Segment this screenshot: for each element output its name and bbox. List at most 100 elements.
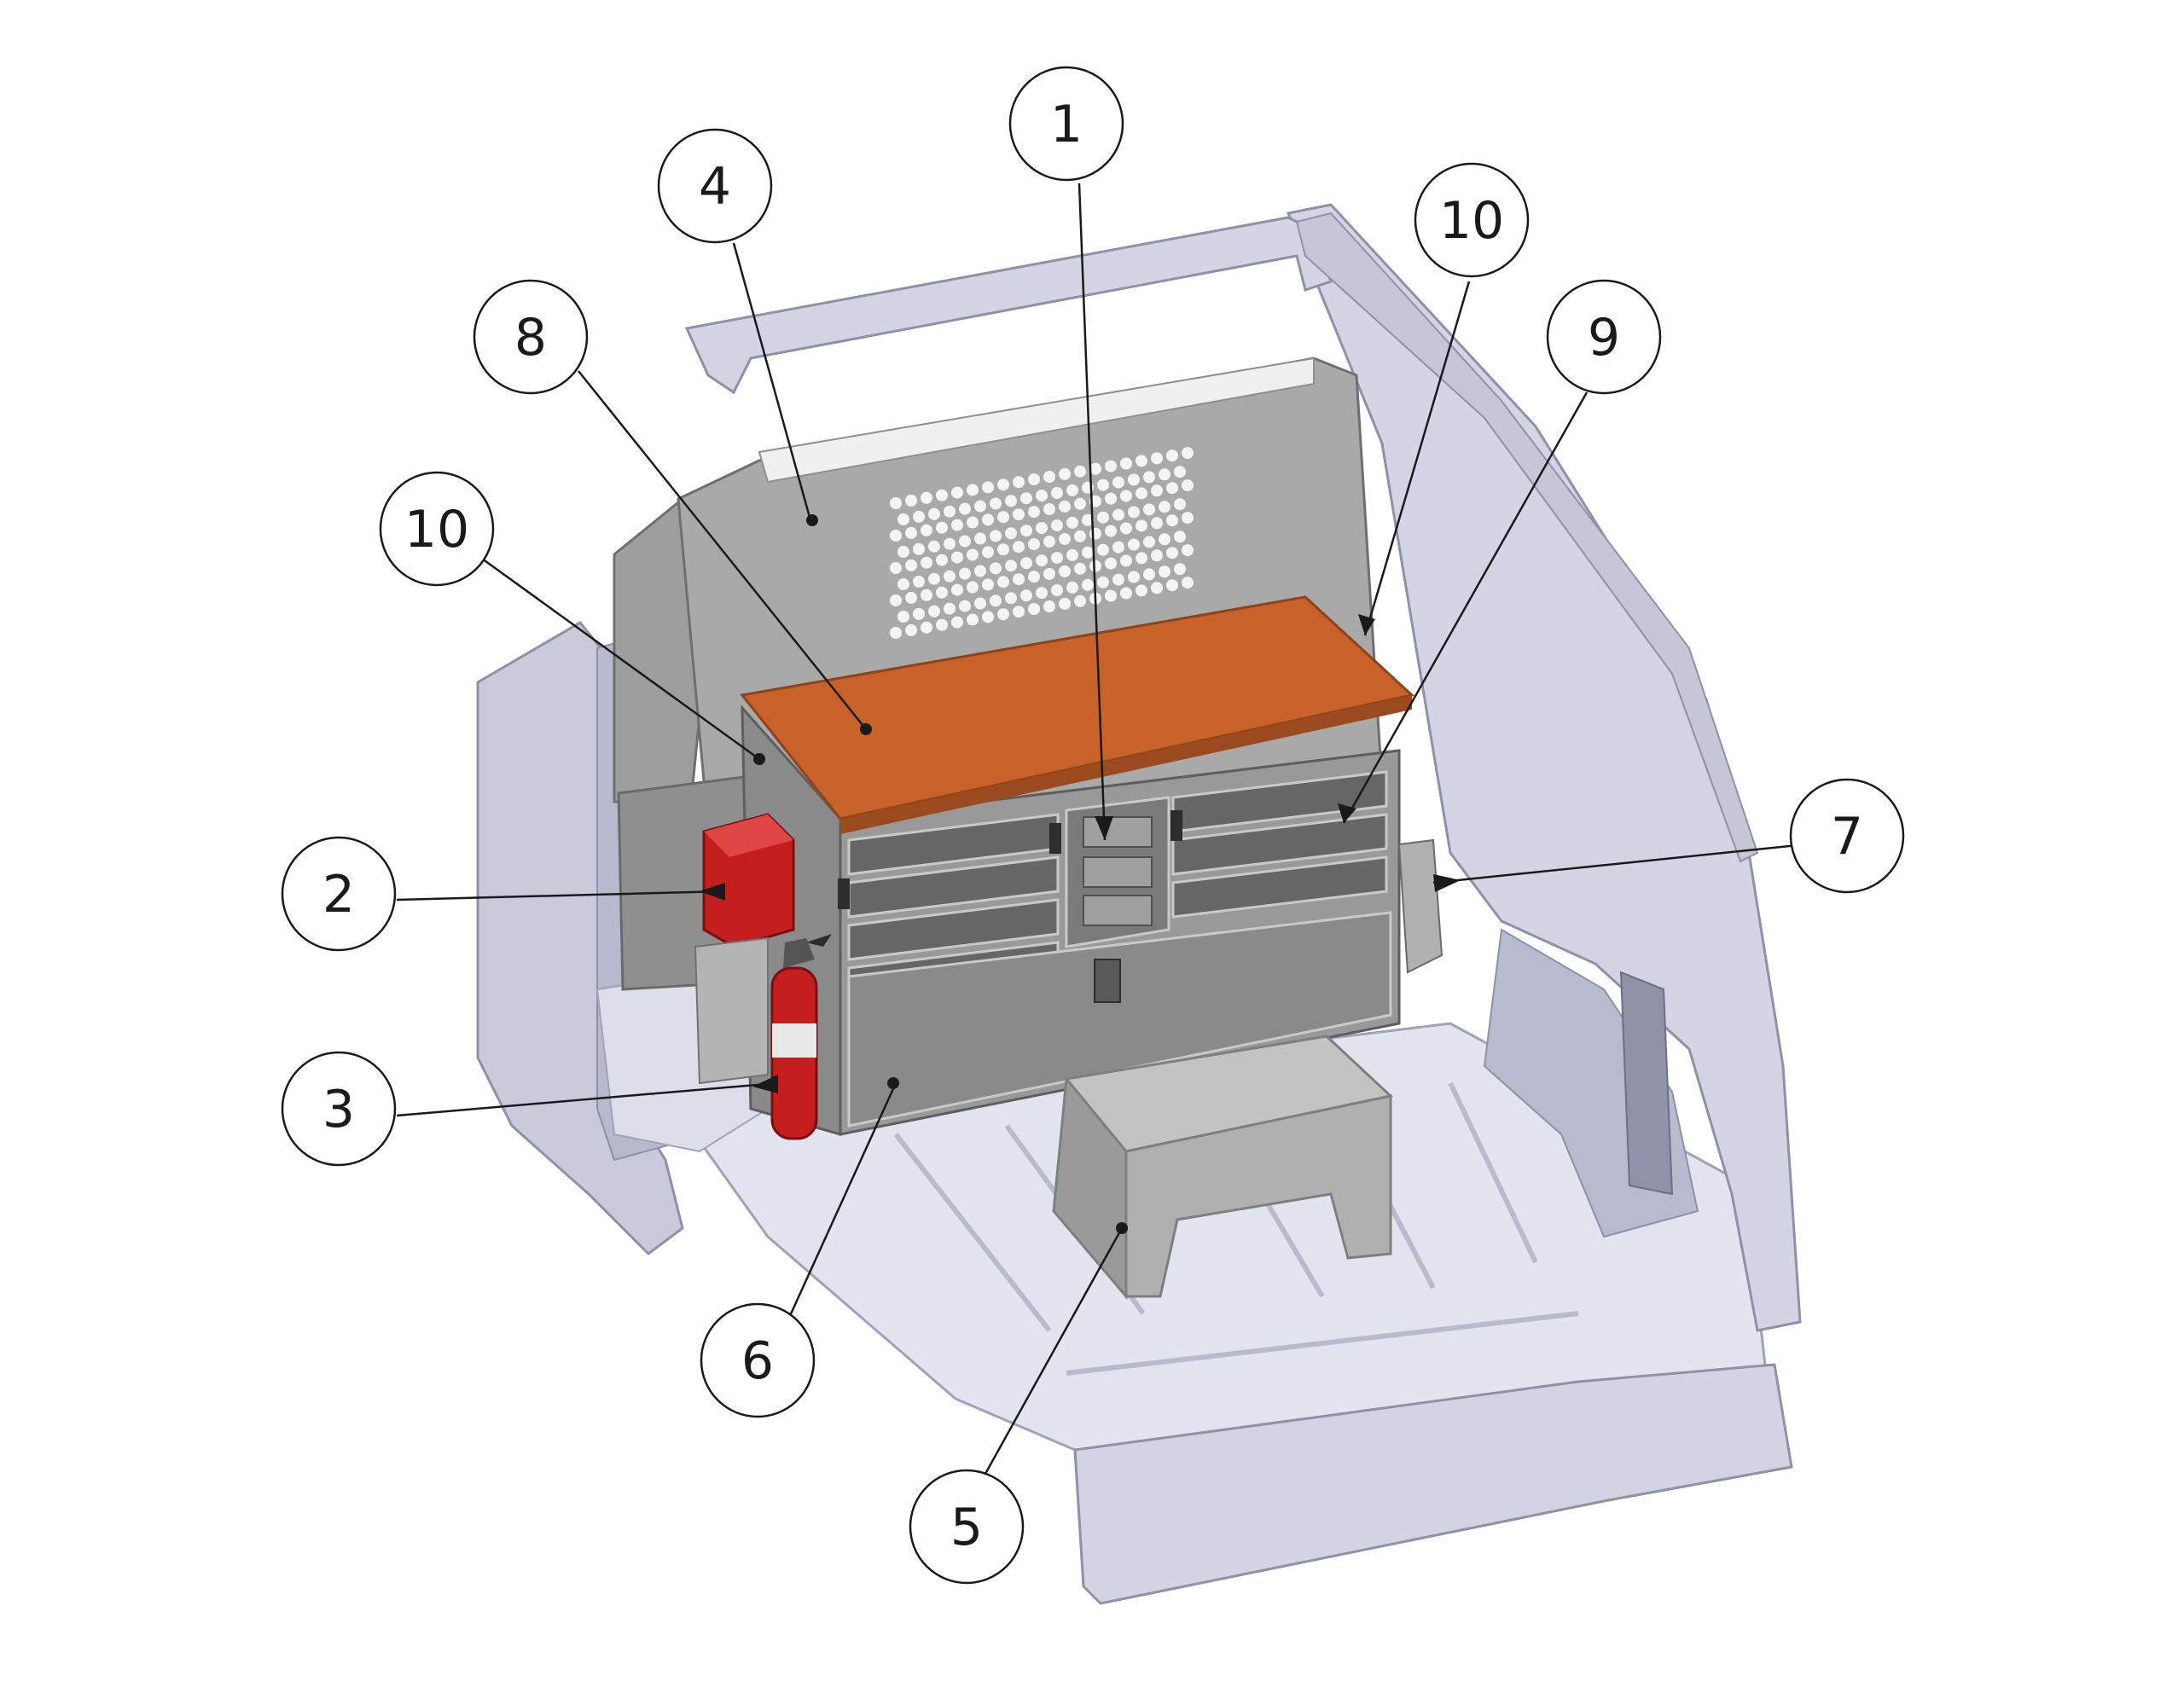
mesh-hole — [1182, 447, 1194, 460]
mesh-hole — [928, 572, 940, 585]
mesh-hole — [1043, 503, 1055, 515]
mesh-hole — [905, 623, 917, 636]
callout-circle — [473, 279, 589, 395]
mesh-hole — [1043, 568, 1055, 580]
callout-label: 8 — [514, 308, 547, 368]
mesh-hole — [1166, 547, 1178, 559]
leader-3 — [396, 1081, 777, 1117]
callout-c6: 6 — [700, 1302, 816, 1418]
mesh-hole — [1013, 508, 1025, 521]
mesh-hole — [1013, 541, 1025, 554]
mesh-hole — [1043, 536, 1055, 548]
callout-label: 2 — [322, 865, 355, 925]
mesh-hole — [1066, 548, 1078, 561]
mesh-hole — [1174, 563, 1186, 576]
mesh-hole — [1059, 532, 1071, 545]
mesh-hole — [1005, 559, 1017, 572]
mesh-hole — [1151, 484, 1163, 497]
right-roof-rail — [1295, 212, 1759, 863]
workbench-cabinet — [740, 595, 1443, 1136]
callout-circle — [1789, 778, 1905, 894]
mesh-hole — [1159, 468, 1170, 481]
mesh-hole — [1120, 457, 1132, 470]
mesh-hole — [951, 583, 963, 596]
mesh-hole — [1151, 452, 1163, 465]
mesh-hole — [905, 494, 917, 507]
mesh-hole — [1182, 577, 1194, 589]
mesh-hole — [1013, 476, 1025, 489]
mesh-hole — [1036, 554, 1048, 567]
mesh-hole — [990, 530, 1002, 542]
callout-c1: 1 — [1008, 66, 1124, 182]
mesh-hole — [959, 535, 971, 548]
mesh-hole — [1182, 544, 1194, 557]
mesh-hole — [913, 607, 925, 620]
mesh-hole — [1051, 519, 1063, 531]
mesh-hole — [982, 611, 994, 623]
mesh-hole — [997, 608, 1009, 621]
mesh-hole — [1143, 503, 1155, 516]
leader-7 — [1432, 843, 1807, 884]
mesh-hole — [1097, 543, 1109, 556]
cabinet-right-box — [1397, 838, 1443, 974]
mesh-hole — [1120, 490, 1132, 502]
red-storage-box — [694, 813, 795, 1085]
mesh-hole — [944, 537, 956, 550]
mesh-hole — [951, 486, 963, 499]
worktop-edge — [840, 695, 1412, 834]
mesh-hole — [1143, 471, 1155, 484]
mesh-hole — [1089, 462, 1101, 475]
mesh-hole — [1059, 467, 1071, 480]
mesh-hole — [951, 519, 963, 531]
mesh-hole — [1013, 606, 1025, 618]
mesh-hole — [1105, 492, 1117, 505]
mesh-hole — [1151, 582, 1163, 594]
mesh-hole — [1143, 568, 1155, 581]
mesh-hole — [1028, 571, 1040, 583]
mesh-hole — [1174, 466, 1186, 478]
mesh-hole — [951, 551, 963, 564]
mesh-hole — [1028, 506, 1040, 519]
right-vent-grille — [1619, 971, 1674, 1196]
mesh-hole — [890, 562, 902, 574]
mesh-hole — [967, 613, 979, 626]
callout-c10b: 10 — [1414, 162, 1530, 278]
mesh-hole — [1066, 516, 1078, 529]
mesh-hole — [1074, 594, 1086, 607]
mesh-hole — [1159, 501, 1170, 513]
mesh-hole — [1066, 581, 1078, 594]
mesh-hole — [1097, 478, 1109, 491]
mesh-hole — [1136, 552, 1147, 565]
mesh-hole — [1105, 460, 1117, 472]
mesh-hole — [982, 578, 994, 591]
mesh-hole — [921, 621, 932, 634]
mesh-hole — [921, 491, 932, 504]
mesh-hole — [974, 500, 986, 513]
mesh-hole — [1128, 538, 1140, 551]
mesh-hole — [1020, 525, 1032, 537]
mesh-hole — [1089, 527, 1101, 540]
mesh-hole — [1112, 573, 1124, 586]
mesh-hole — [921, 556, 932, 569]
callout-label: 6 — [741, 1331, 774, 1391]
callout-label: 10 — [404, 500, 469, 559]
leader-markers — [700, 514, 1461, 1234]
mesh-hole — [890, 594, 902, 606]
mesh-hole — [928, 540, 940, 553]
mesh-hole — [1066, 484, 1078, 496]
cabinet-latches — [838, 810, 1182, 909]
mesh-hole — [1128, 506, 1140, 519]
callout-circle — [379, 471, 495, 587]
mesh-hole — [1043, 600, 1055, 612]
callout-circle — [281, 1051, 397, 1167]
mesh-hole — [1074, 562, 1086, 575]
mesh-hole — [897, 513, 909, 525]
leader-8 — [578, 370, 867, 730]
mesh-hole — [944, 505, 956, 518]
mesh-hole — [1036, 490, 1048, 502]
mesh-hole — [1105, 525, 1117, 537]
mesh-hole — [897, 611, 909, 623]
mesh-hole — [1082, 546, 1094, 559]
mesh-hole — [1097, 511, 1109, 524]
